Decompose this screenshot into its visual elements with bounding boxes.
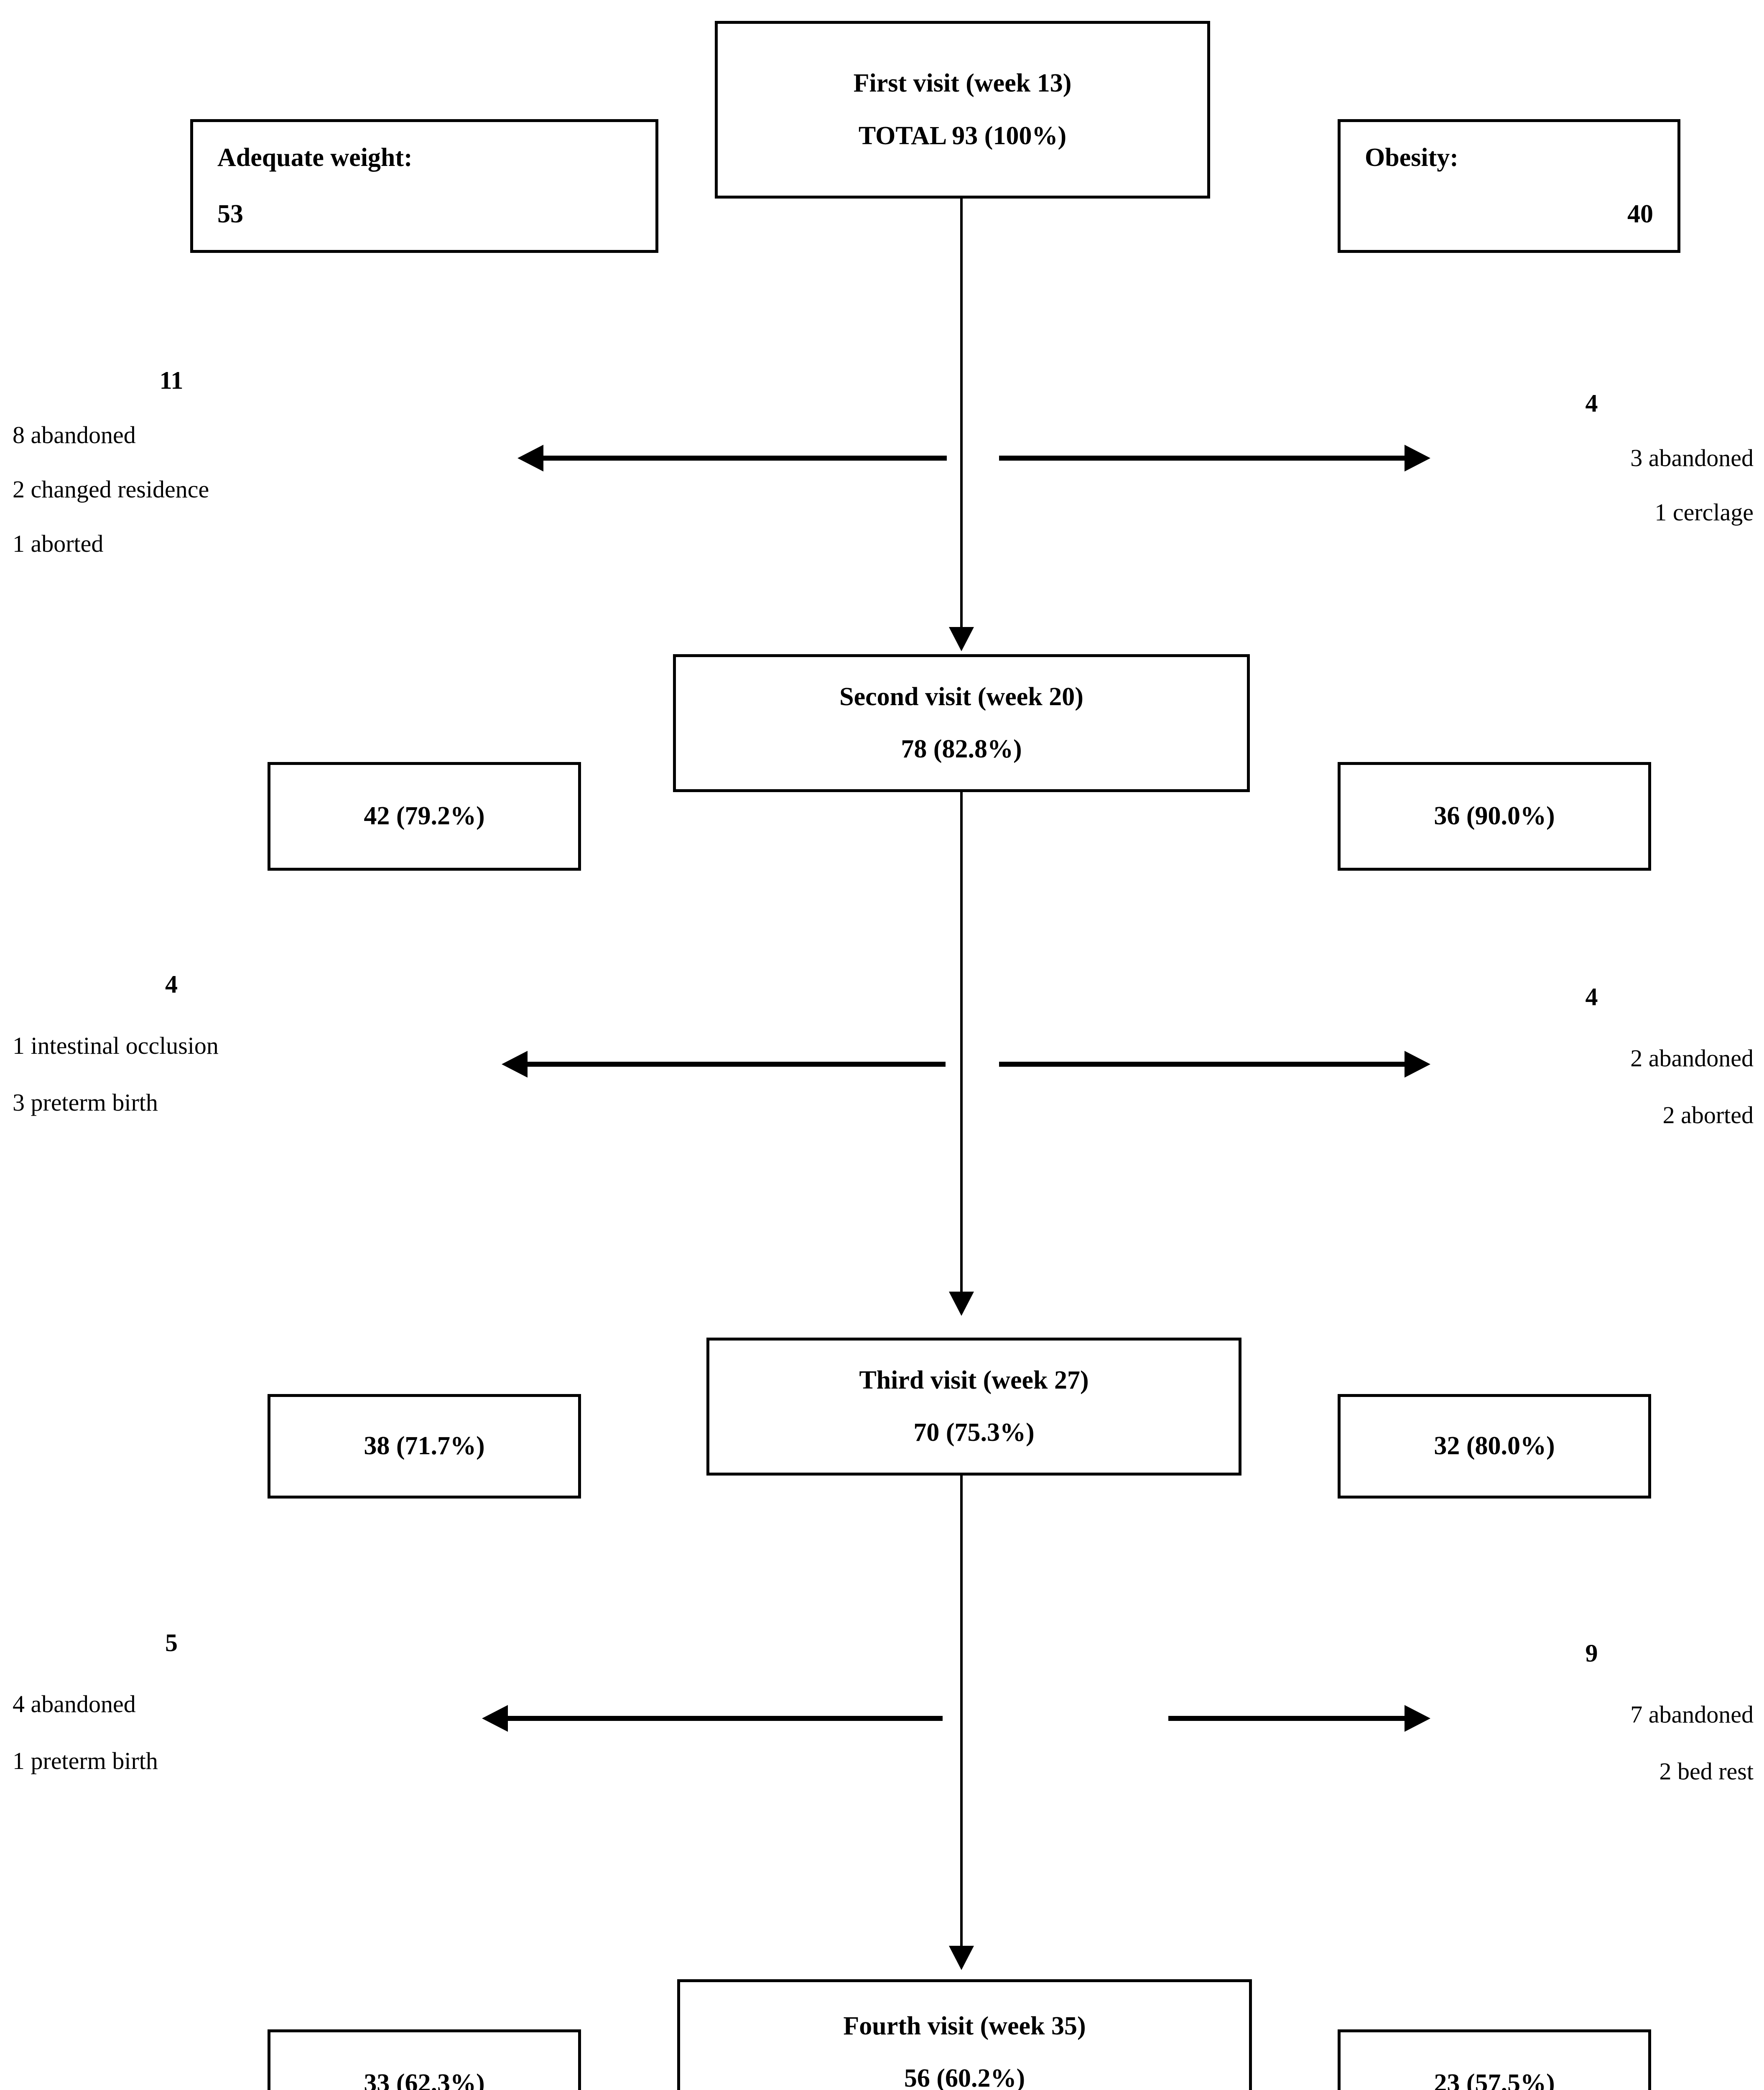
fourth-visit-box: Fourth visit (week 35) 56 (60.2%): [677, 1979, 1252, 2090]
obesity-box: Obesity: 40: [1338, 119, 1680, 253]
second-visit-total: 78 (82.8%): [901, 735, 1022, 763]
dropout-2-right: 4 2 abandoned 2 aborted: [1430, 984, 1754, 1127]
adequate-weight-value: 53: [217, 200, 243, 228]
adequate-weight-box: Adequate weight: 53: [190, 119, 658, 253]
dropout-arrow-1-left-head: [517, 445, 543, 472]
trunk-arrowhead-2: [949, 1292, 974, 1316]
fourth-visit-title: Fourth visit (week 35): [843, 2011, 1086, 2040]
fourth-visit-left-value: 33 (62.3%): [364, 2069, 485, 2090]
trunk-segment-3: [960, 1473, 963, 1956]
third-visit-right-value: 32 (80.0%): [1434, 1432, 1555, 1460]
dropout-arrow-3-left-shaft: [508, 1716, 943, 1721]
dropout-arrow-2-right-head: [1405, 1051, 1430, 1078]
dropout-1-left: 11 8 abandoned 2 changed residence 1 abo…: [13, 368, 330, 556]
first-visit-box: First visit (week 13) TOTAL 93 (100%): [715, 21, 1210, 199]
dropout-arrow-1-right-head: [1405, 445, 1430, 472]
first-visit-total: TOTAL 93 (100%): [858, 121, 1067, 150]
third-visit-left-value: 38 (71.7%): [364, 1432, 485, 1460]
second-visit-title: Second visit (week 20): [839, 682, 1083, 711]
second-visit-right-value: 36 (90.0%): [1434, 802, 1555, 831]
dropout-1-right: 4 3 abandoned 1 cerclage: [1430, 391, 1754, 525]
dropout-2-right-reason-1: 2 abandoned: [1630, 1045, 1754, 1072]
dropout-1-left-reason-1: 8 abandoned: [13, 421, 136, 449]
dropout-1-left-count: 11: [159, 367, 184, 394]
dropout-arrow-2-left-head: [502, 1051, 528, 1078]
dropout-3-left-reason-1: 4 abandoned: [13, 1690, 136, 1718]
dropout-3-right: 9 7 abandoned 2 bed rest: [1430, 1641, 1754, 1784]
third-visit-total: 70 (75.3%): [913, 1418, 1035, 1447]
dropout-1-left-reason-2: 2 changed residence: [13, 476, 209, 503]
third-visit-right-box: 32 (80.0%): [1338, 1394, 1651, 1499]
dropout-3-right-reason-2: 2 bed rest: [1659, 1758, 1754, 1785]
dropout-arrow-1-left-shaft: [543, 456, 947, 461]
fourth-visit-left-box: 33 (62.3%): [268, 2029, 581, 2090]
second-visit-left-box: 42 (79.2%): [268, 762, 581, 871]
trunk-arrowhead-1: [949, 627, 974, 651]
first-visit-title: First visit (week 13): [853, 69, 1072, 97]
dropout-1-right-reason-2: 1 cerclage: [1654, 499, 1754, 526]
dropout-2-left-count: 4: [165, 971, 178, 998]
dropout-arrow-3-left-head: [482, 1705, 508, 1732]
third-visit-box: Third visit (week 27) 70 (75.3%): [706, 1338, 1241, 1476]
fourth-visit-total: 56 (60.2%): [904, 2064, 1025, 2090]
dropout-arrow-2-left-shaft: [528, 1062, 946, 1067]
dropout-3-left-reason-2: 1 preterm birth: [13, 1747, 158, 1774]
dropout-2-left: 4 1 intestinal occlusion 3 preterm birth: [13, 972, 330, 1115]
dropout-2-left-reason-2: 3 preterm birth: [13, 1089, 158, 1116]
dropout-1-left-reason-3: 1 aborted: [13, 530, 104, 557]
dropout-2-left-reason-1: 1 intestinal occlusion: [13, 1032, 219, 1059]
second-visit-box: Second visit (week 20) 78 (82.8%): [673, 654, 1250, 792]
dropout-1-right-count: 4: [1585, 390, 1598, 417]
fourth-visit-right-box: 23 (57.5%): [1338, 2029, 1651, 2090]
fourth-visit-right-value: 23 (57.5%): [1434, 2069, 1555, 2090]
trunk-arrowhead-3: [949, 1946, 974, 1970]
dropout-arrow-3-right-shaft: [1168, 1716, 1405, 1721]
second-visit-left-value: 42 (79.2%): [364, 802, 485, 831]
adequate-weight-label: Adequate weight:: [217, 143, 413, 172]
obesity-value: 40: [1627, 200, 1653, 228]
dropout-arrow-2-right-shaft: [999, 1062, 1405, 1067]
dropout-arrow-1-right-shaft: [999, 456, 1405, 461]
second-visit-right-box: 36 (90.0%): [1338, 762, 1651, 871]
trunk-segment-1: [960, 199, 963, 648]
dropout-3-right-reason-1: 7 abandoned: [1630, 1701, 1754, 1728]
third-visit-left-box: 38 (71.7%): [268, 1394, 581, 1499]
dropout-3-right-count: 9: [1585, 1639, 1598, 1667]
dropout-2-right-reason-2: 2 aborted: [1662, 1101, 1754, 1129]
dropout-2-right-count: 4: [1585, 983, 1598, 1011]
trunk-segment-2: [960, 790, 963, 1302]
dropout-arrow-3-right-head: [1405, 1705, 1430, 1732]
dropout-3-left: 5 4 abandoned 1 preterm birth: [13, 1630, 330, 1773]
obesity-label: Obesity:: [1365, 143, 1458, 172]
third-visit-title: Third visit (week 27): [859, 1366, 1089, 1394]
dropout-3-left-count: 5: [165, 1629, 178, 1657]
dropout-1-right-reason-1: 3 abandoned: [1630, 444, 1754, 472]
